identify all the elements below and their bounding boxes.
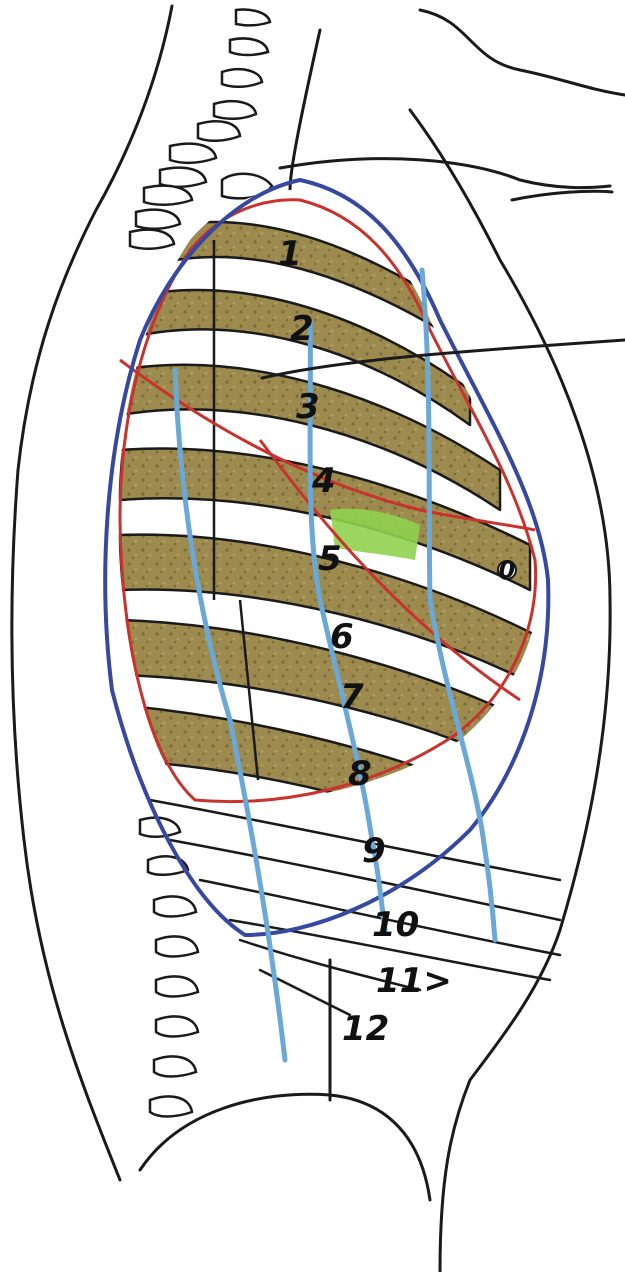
rib-label-10: 10: [372, 905, 419, 945]
rib-label-9: 9: [362, 831, 386, 871]
arm-lower-outline: [512, 191, 612, 200]
rib-label-6: 6: [330, 617, 354, 657]
shoulder-outline: [420, 10, 625, 95]
rib-label-3: 3: [296, 387, 320, 427]
rib-label-2: 2: [290, 309, 314, 349]
rib-label-1: 1: [278, 234, 302, 274]
rib-label-11: 11>: [376, 961, 452, 1001]
heart-marker-label: 0: [499, 556, 516, 584]
rib-label-8: 8: [348, 754, 372, 794]
rib-label-5: 5: [318, 539, 342, 579]
rib-label-4: 4: [311, 461, 336, 501]
rib-label-12: 12: [342, 1009, 389, 1049]
rib-label-7: 7: [340, 677, 364, 717]
